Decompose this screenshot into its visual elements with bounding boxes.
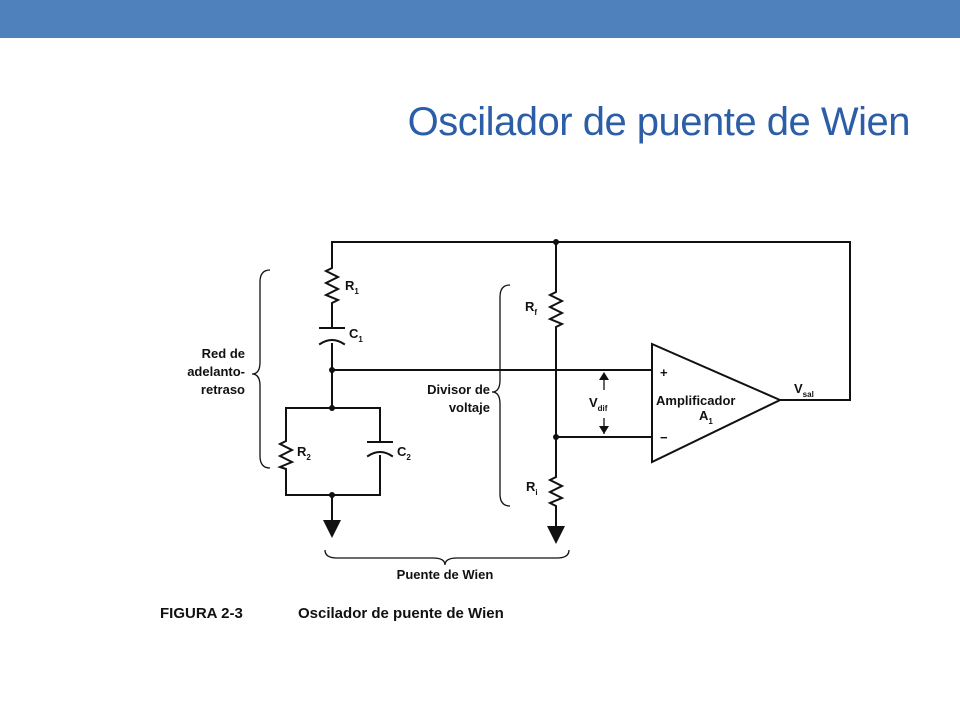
resistor-rf: [547, 285, 565, 329]
label-red-line3: retraso: [201, 382, 245, 397]
label-a1: A1: [699, 408, 713, 426]
parallel-branch-wire: [285, 455, 381, 496]
brace-divisor-voltaje: [491, 284, 511, 507]
brace-red-adelanto: [251, 269, 271, 469]
parallel-branch-wire: [285, 407, 381, 441]
opamp-triangle: [651, 342, 783, 464]
top-accent-bar: [0, 0, 960, 38]
opamp-minus-sign: −: [660, 430, 668, 445]
label-red-line2: adelanto-: [187, 364, 245, 379]
capacitor-c2: [366, 451, 394, 458]
label-r2: R2: [297, 444, 311, 462]
label-puente-wien: Puente de Wien: [397, 567, 494, 582]
label-ri: Ri: [526, 479, 538, 497]
up-arrow-icon: [599, 372, 609, 380]
brace-puente-wien: [324, 549, 570, 566]
down-arrow-icon: [599, 426, 609, 434]
label-rf: Rf: [525, 299, 537, 317]
resistor-r1: [323, 261, 341, 307]
label-r1: R1: [345, 278, 359, 296]
label-c1: C1: [349, 326, 363, 344]
resistor-r2: [277, 435, 295, 471]
figure-caption-text: Oscilador de puente de Wien: [298, 605, 504, 622]
capacitor-c1: [318, 339, 346, 346]
ground-arrow-icon: [323, 520, 341, 538]
circuit-diagram: R1 C1 R2 C2 Rf Ri Vdif Vsal + − Amplific…: [160, 239, 851, 622]
ground-arrow-icon: [547, 526, 565, 544]
resistor-ri: [547, 471, 565, 509]
figure-caption-number: FIGURA 2-3: [160, 605, 243, 622]
opamp-plus-sign: +: [660, 365, 668, 380]
label-c2: C2: [397, 444, 411, 462]
wien-bridge-figure: R1 C1 R2 C2 Rf Ri Vdif Vsal + − Amplific…: [150, 225, 870, 650]
label-red-line1: Red de: [202, 346, 245, 361]
slide-title: Oscilador de puente de Wien: [407, 100, 911, 144]
label-divisor-line2: voltaje: [449, 400, 490, 415]
label-divisor-line1: Divisor de: [427, 382, 490, 397]
label-amplificador: Amplificador: [656, 393, 735, 408]
label-vdif: Vdif: [589, 395, 608, 413]
feedback-wire: [331, 241, 851, 401]
label-vsal: Vsal: [794, 381, 814, 399]
